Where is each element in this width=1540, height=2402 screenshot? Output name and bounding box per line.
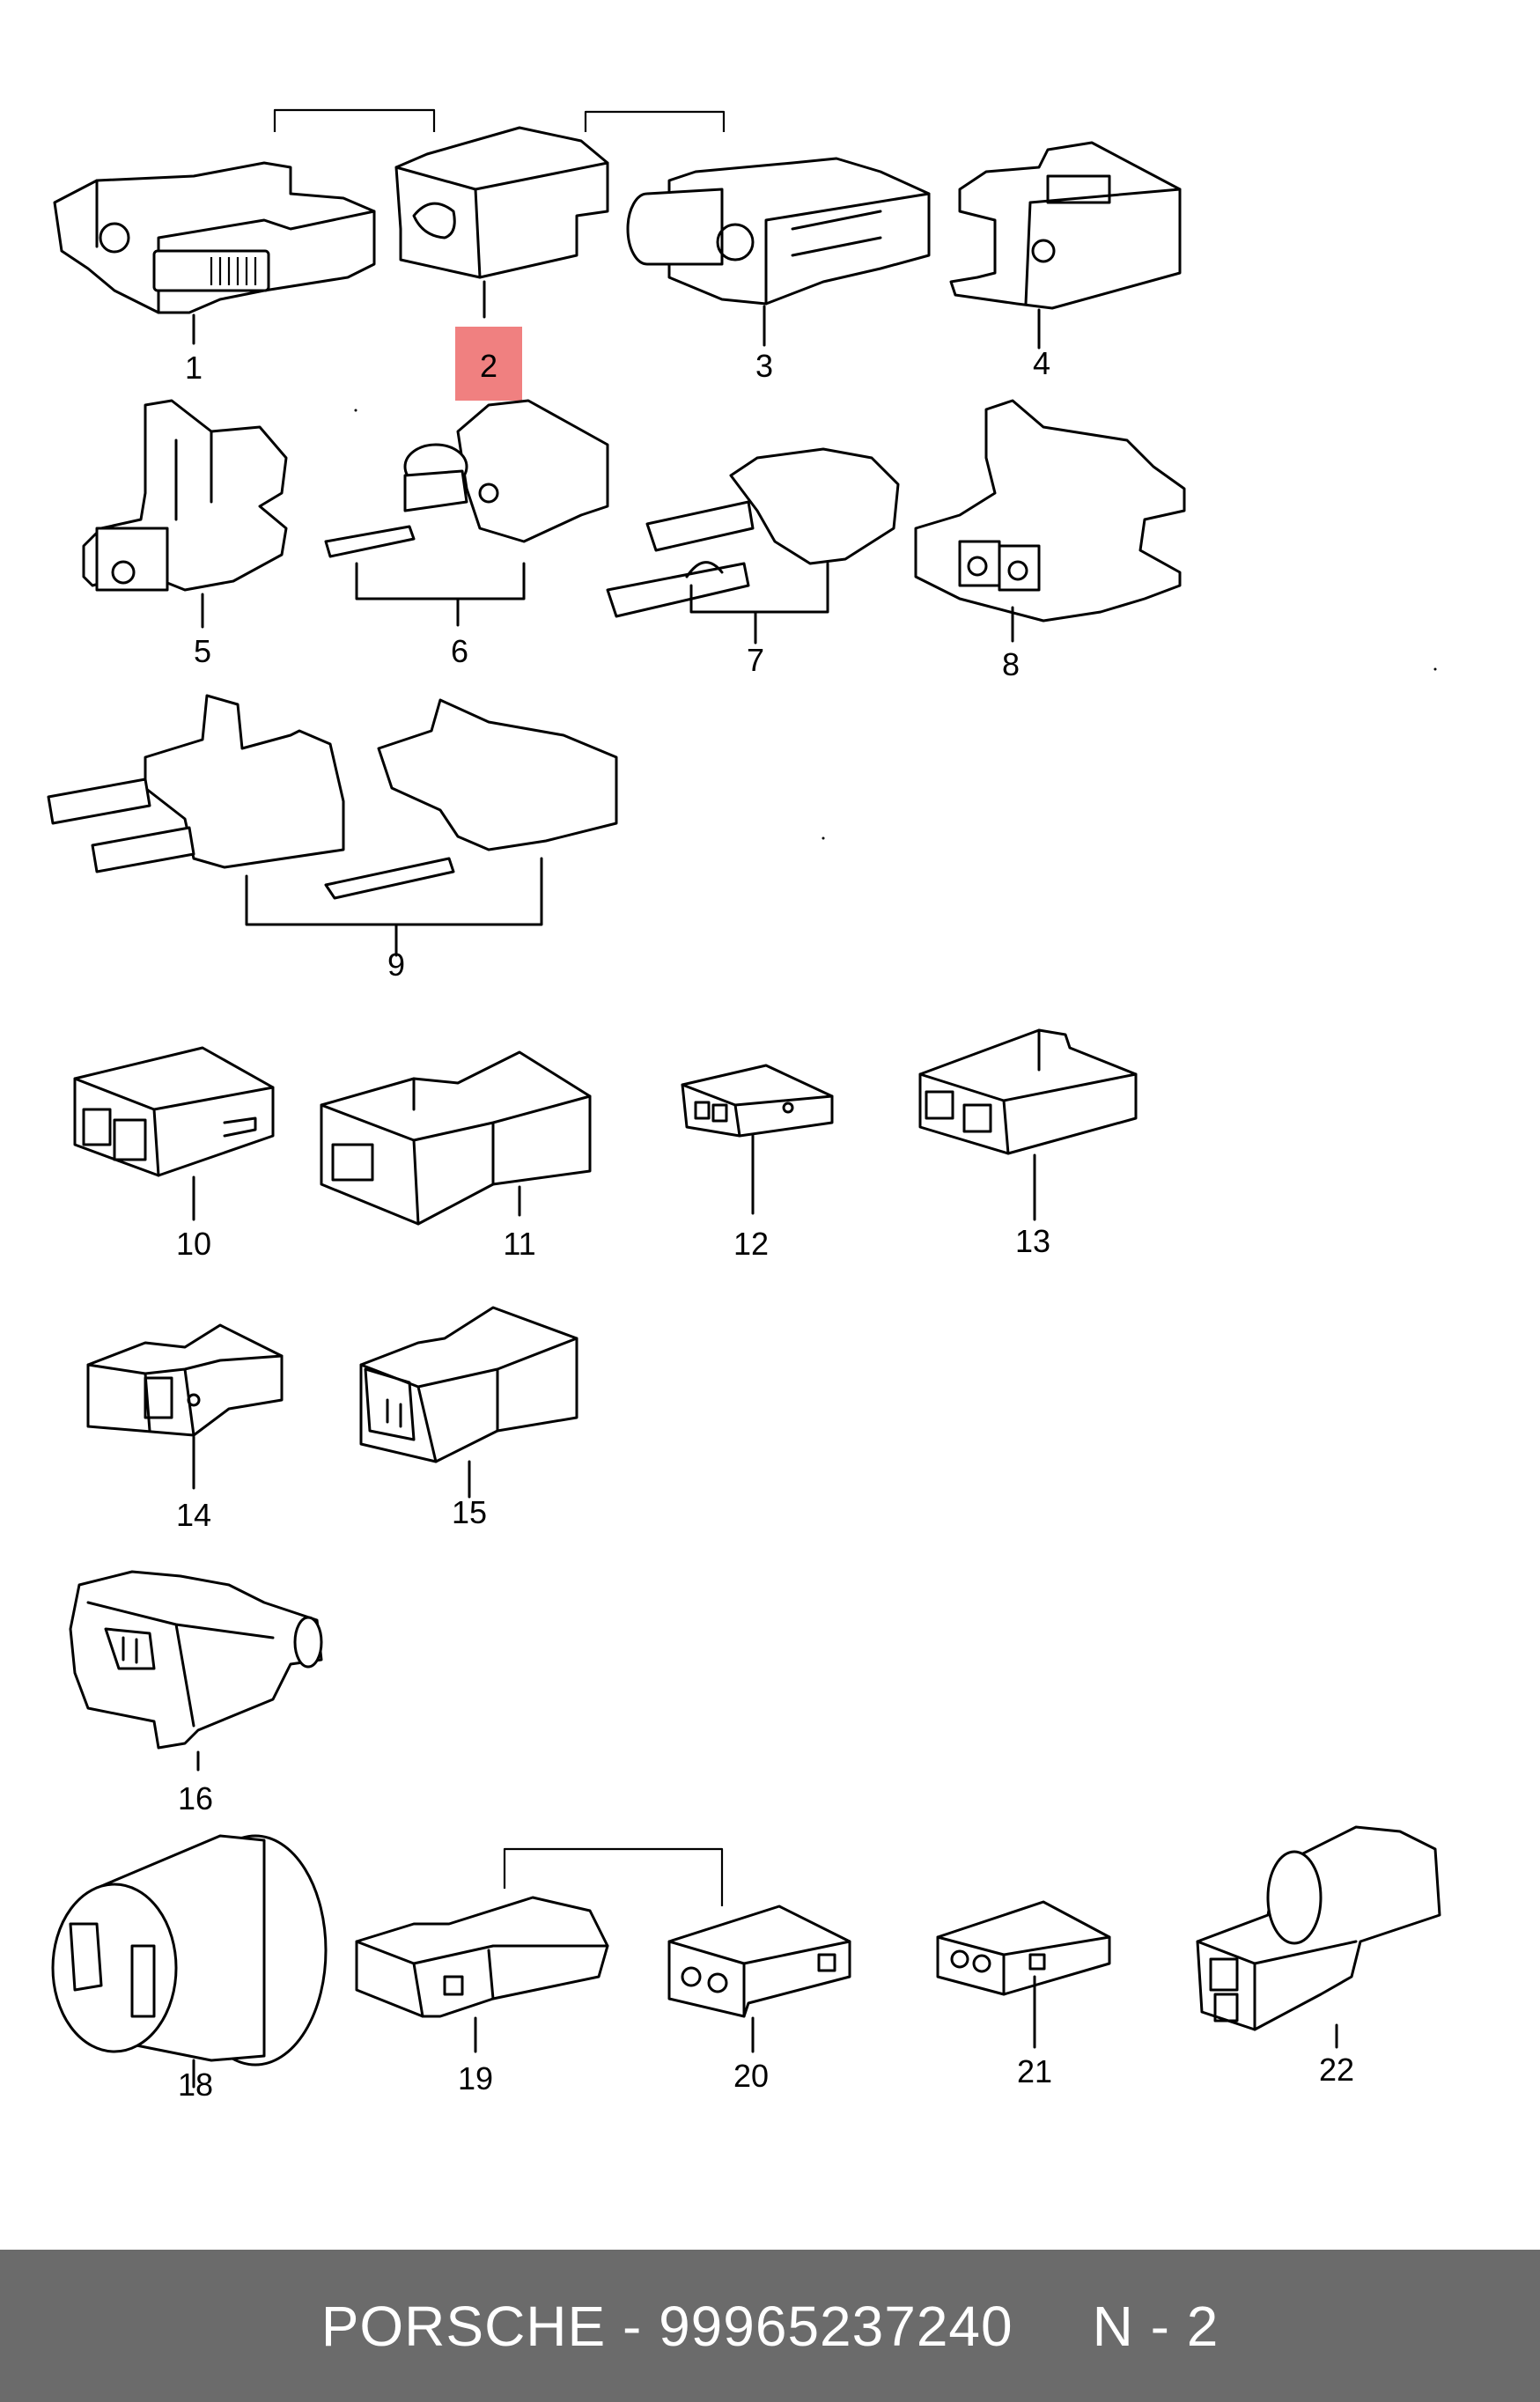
part-21-label: 21 xyxy=(1017,2053,1052,2089)
part-9-label: 9 xyxy=(387,947,405,983)
part-12-label: 12 xyxy=(733,1226,769,1262)
parts-diagram: 1 2 3 4 5 xyxy=(47,108,1441,2103)
part-2-highlight xyxy=(455,327,522,401)
part-5-connector xyxy=(82,399,288,629)
part-10-connector xyxy=(73,1046,275,1221)
part-7-connector xyxy=(606,447,900,645)
footer-brand-part-number: PORSCHE - 99965237240 xyxy=(321,2294,1013,2358)
part-21-connector xyxy=(936,1900,1111,2049)
part-22-label: 22 xyxy=(1319,2052,1354,2088)
part-3-connector xyxy=(626,157,931,347)
part-7-label: 7 xyxy=(747,642,764,678)
part-4-connector xyxy=(949,141,1182,350)
part-18-connector xyxy=(51,1834,328,2089)
part-2-label: 2 xyxy=(480,348,497,384)
part-5-label: 5 xyxy=(194,633,211,669)
part-6-connector xyxy=(324,399,609,627)
part-14-label: 14 xyxy=(176,1497,211,1533)
part-11-connector xyxy=(320,1050,592,1226)
part-1-label: 1 xyxy=(185,350,203,386)
part-12-connector xyxy=(681,1064,834,1215)
part-2-connector xyxy=(394,126,609,319)
part-16-connector xyxy=(69,1570,323,1772)
part-22-connector xyxy=(1196,1825,1441,2049)
part-15-connector xyxy=(359,1306,578,1499)
part-4-label: 4 xyxy=(1033,345,1050,381)
part-19-connector xyxy=(355,1896,609,2053)
part-19-label: 19 xyxy=(458,2060,493,2096)
part-1-connector xyxy=(53,161,376,345)
part-13-label: 13 xyxy=(1015,1223,1050,1259)
part-18-label: 18 xyxy=(178,2067,213,2103)
part-3-label: 3 xyxy=(755,348,773,384)
part-9-connector xyxy=(47,694,618,957)
part-20-label: 20 xyxy=(733,2058,769,2094)
part-14-connector xyxy=(86,1323,284,1490)
part-11-label: 11 xyxy=(503,1226,535,1262)
footer-page-ref: N - 2 xyxy=(1092,2294,1219,2358)
part-16-label: 16 xyxy=(178,1780,213,1816)
part-13-connector xyxy=(918,1028,1138,1221)
part-20-connector xyxy=(667,1905,851,2053)
part-8-connector xyxy=(914,399,1186,643)
part-8-label: 8 xyxy=(1002,646,1020,682)
part-15-label: 15 xyxy=(452,1494,487,1530)
part-6-label: 6 xyxy=(451,633,468,669)
footer-banner: PORSCHE - 99965237240 N - 2 xyxy=(0,2250,1540,2402)
part-10-label: 10 xyxy=(176,1226,211,1262)
